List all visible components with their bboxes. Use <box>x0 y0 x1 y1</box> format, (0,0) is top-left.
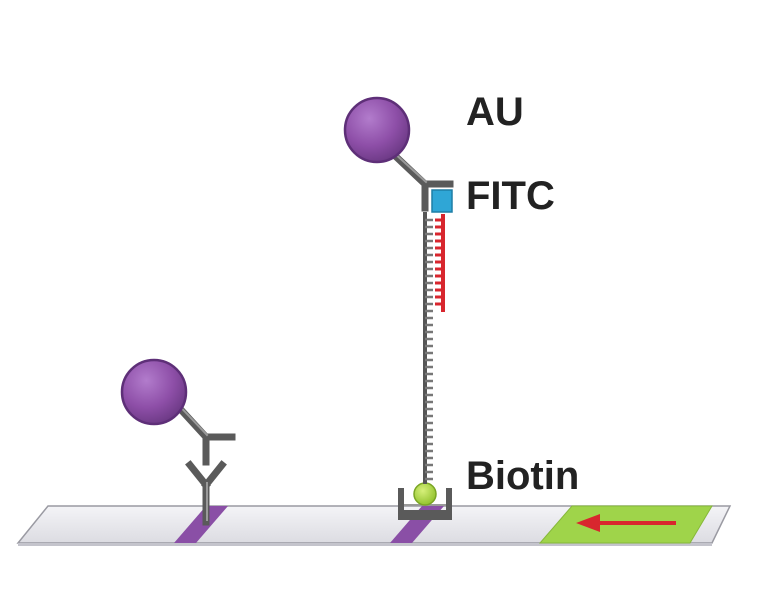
probe-strand <box>435 214 445 312</box>
dna-backbone <box>423 212 433 484</box>
fitc-label: FITC <box>466 174 555 218</box>
strip-bottom-edge <box>18 543 712 546</box>
control-antibody-complex <box>120 358 236 526</box>
control-line <box>174 506 228 543</box>
detection-antibody <box>386 147 454 212</box>
capture-antibody <box>185 460 227 526</box>
gold-nanoparticle <box>120 358 188 426</box>
streptavidin-cup <box>398 488 452 520</box>
biotin-bead <box>413 482 437 506</box>
sandwich-complex <box>343 96 454 520</box>
au-label: AU <box>466 90 524 134</box>
biotin-label: Biotin <box>466 454 580 498</box>
arrow-left-icon <box>576 514 676 532</box>
fitc-tag <box>431 189 453 213</box>
test-strip <box>16 505 732 546</box>
gold-nanoparticle-probe <box>343 96 411 164</box>
